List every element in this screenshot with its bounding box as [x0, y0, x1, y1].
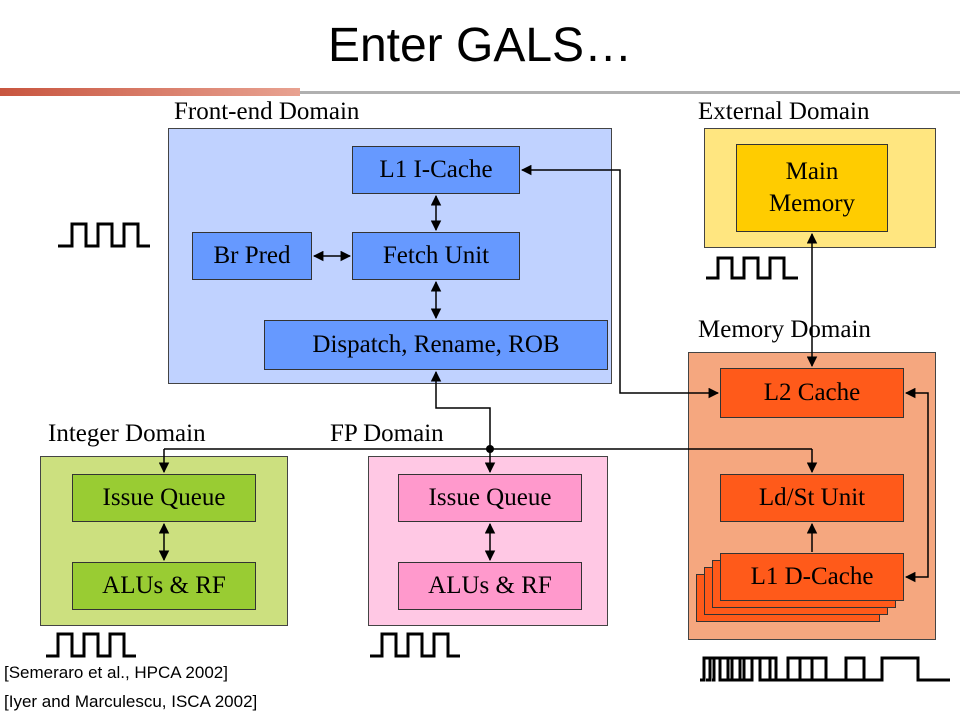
- fp-clock-wave: [370, 632, 460, 658]
- memory-domain-label: Memory Domain: [698, 316, 871, 343]
- external-domain-label: External Domain: [698, 98, 870, 125]
- l1-dcache-block: L1 D-Cache: [720, 553, 904, 601]
- title-rule: [300, 91, 960, 94]
- arrow-icache-l2: [520, 164, 720, 399]
- fp-issue-queue-block: Issue Queue: [398, 474, 582, 522]
- integer-clock-wave: [46, 632, 136, 658]
- ldst-unit-block: Ld/St Unit: [720, 474, 904, 522]
- slide-title: Enter GALS…: [327, 19, 633, 72]
- br-pred-block: Br Pred: [192, 232, 312, 280]
- citation-iyer: [Iyer and Marculescu, ISCA 2002]: [4, 692, 258, 711]
- integer-domain-label: Integer Domain: [48, 420, 206, 447]
- l2-cache-block: L2 Cache: [720, 368, 904, 418]
- frontend-clock-wave: [58, 222, 150, 248]
- title-rule-accent: [0, 88, 300, 96]
- int-alus-block: ALUs & RF: [72, 562, 256, 610]
- external-clock-wave: [706, 256, 798, 280]
- fp-alus-block: ALUs & RF: [398, 562, 582, 610]
- arrow-dcache-l2: [904, 387, 929, 583]
- l1-icache-block: L1 I-Cache: [352, 146, 520, 194]
- main-memory-block: Main Memory: [736, 144, 888, 232]
- arrow-dispatch-bus: [430, 370, 491, 449]
- memory-clock-wave-3: [712, 656, 880, 682]
- fetch-unit-block: Fetch Unit: [352, 232, 520, 280]
- int-issue-queue-block: Issue Queue: [72, 474, 256, 522]
- main-memory-line2: Memory: [768, 190, 856, 217]
- frontend-domain-label: Front-end Domain: [174, 98, 360, 125]
- citation-semeraro: [Semeraro et al., HPCA 2002]: [4, 663, 228, 682]
- memory-clock-waves: [700, 656, 950, 682]
- bus-junction-dot: [486, 445, 494, 453]
- fp-domain-label: FP Domain: [330, 420, 444, 447]
- memory-clock-wave-2: [706, 656, 950, 682]
- main-memory-line1: Main: [785, 157, 839, 185]
